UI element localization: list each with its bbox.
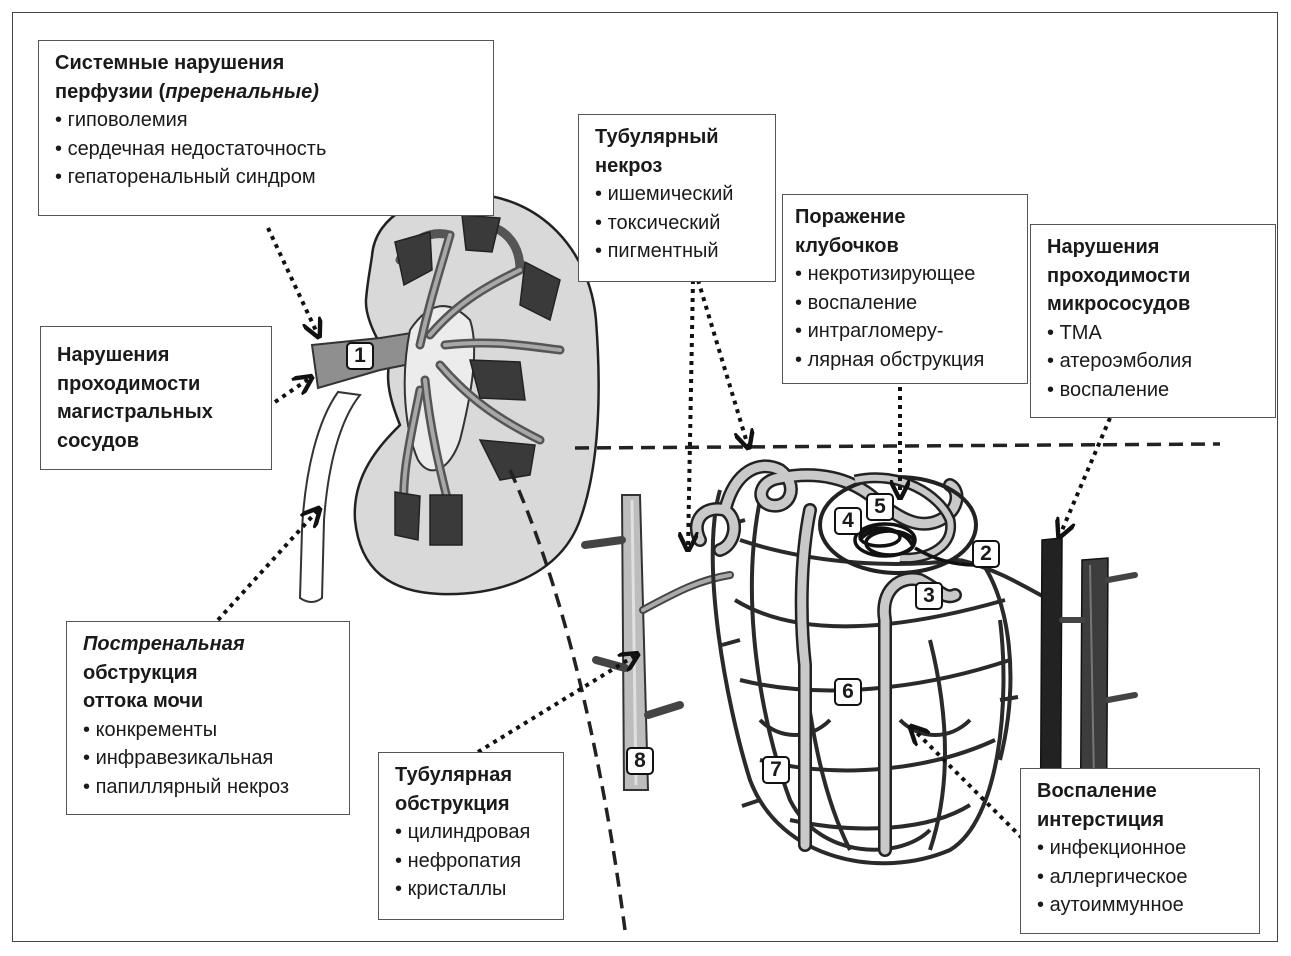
glomerular-list: некротизирующее воспаление интрагломеру-… [795, 260, 1017, 374]
prerenal-title-italic: преренальные) [165, 81, 319, 103]
kidney-outline [355, 194, 599, 594]
postrenal-item: инфравезикальная [83, 744, 339, 773]
postrenal-box: Постренальная обструкция оттока мочи кон… [66, 621, 350, 815]
tubular-necrosis-item: ишемический [595, 180, 765, 209]
arrow-prerenal [268, 228, 318, 335]
postrenal-title: оттока мочи [83, 687, 339, 716]
tubular-obstruction-box: Тубулярная обструкция цилиндровая нефроп… [378, 752, 564, 920]
microvessels-title: микрососудов [1047, 290, 1265, 319]
tubular-necrosis-list: ишемический токсический пигментный [595, 180, 765, 266]
tubular-necrosis-item: токсический [595, 209, 765, 238]
tubular-obstruction-item: кристаллы [395, 875, 553, 904]
tubular-necrosis-box: Тубулярный некроз ишемический токсически… [578, 114, 776, 282]
glomerular-title: клубочков [795, 232, 1017, 261]
marker-2: 2 [972, 540, 1000, 568]
microvessels-title: Нарушения [1047, 233, 1265, 262]
arrow-necrosis-left [688, 280, 693, 548]
glomerular-item-cont: воспаление [795, 289, 1017, 318]
prerenal-title-line2: перфузии (преренальные) [55, 78, 483, 107]
tubular-obstruction-title: обструкция [395, 790, 553, 819]
interstitium-title: интерстиция [1037, 806, 1249, 835]
prerenal-item: гепаторенальный синдром [55, 163, 483, 192]
glomerular-item-cont-text: воспаление [808, 292, 918, 314]
prerenal-box: Системные нарушения перфузии (преренальн… [38, 40, 494, 216]
arrow-microvessels [1060, 418, 1110, 535]
major-vessels-title: Нарушения [57, 341, 261, 370]
glomerular-item: некротизирующее [795, 260, 1017, 289]
prerenal-item: сердечная недостаточность [55, 135, 483, 164]
tubular-obstruction-title: Тубулярная [395, 761, 553, 790]
interstitium-box: Воспаление интерстиция инфекционное алле… [1020, 768, 1260, 934]
postrenal-list: конкременты инфравезикальная папиллярный… [83, 716, 339, 802]
glomerular-item-cont-text: лярная обструкция [808, 349, 985, 371]
microvessels-item: воспаление [1047, 376, 1265, 405]
marker-5: 5 [866, 493, 894, 521]
marker-8: 8 [626, 747, 654, 775]
arrow-necrosis-right [698, 280, 748, 446]
postrenal-item: конкременты [83, 716, 339, 745]
glomerular-title: Поражение [795, 203, 1017, 232]
tubular-obstruction-item-cont: нефропатия [395, 847, 553, 876]
postrenal-title-italic: Постренальная [83, 630, 339, 659]
microvessels-box: Нарушения проходимости микрососудов ТМА … [1030, 224, 1276, 418]
microvessels-item: ТМА [1047, 319, 1265, 348]
major-vessels-title: сосудов [57, 427, 261, 456]
arrow-major-vessels [275, 378, 310, 402]
interstitium-list: инфекционное аллергическое аутоиммунное [1037, 834, 1249, 920]
ureter [300, 392, 360, 602]
tubular-obstruction-item: цилиндровая [395, 818, 553, 847]
microvessels-list: ТМА атероэмболия воспаление [1047, 319, 1265, 405]
prerenal-item: гиповолемия [55, 106, 483, 135]
interstitium-item: инфекционное [1037, 834, 1249, 863]
interstitium-item: аутоиммунное [1037, 891, 1249, 920]
major-vessels-title: магистральных [57, 398, 261, 427]
major-vessels-box: Нарушения проходимости магистральных сос… [40, 326, 272, 470]
microvessels-item: атероэмболия [1047, 347, 1265, 376]
interstitium-title: Воспаление [1037, 777, 1249, 806]
tubular-necrosis-item: пигментный [595, 237, 765, 266]
prerenal-title-line1: Системные нарушения [55, 49, 483, 78]
tubular-necrosis-title: Тубулярный [595, 123, 765, 152]
glomerular-item: интрагломеру- [795, 317, 1017, 346]
marker-7: 7 [762, 756, 790, 784]
marker-4: 4 [834, 507, 862, 535]
marker-6: 6 [834, 678, 862, 706]
interstitium-item: аллергическое [1037, 863, 1249, 892]
tubular-obstruction-list: цилиндровая нефропатия кристаллы [395, 818, 553, 904]
prerenal-list: гиповолемия сердечная недостаточность ге… [55, 106, 483, 192]
major-vessels-title: проходимости [57, 370, 261, 399]
glomerular-item-cont: лярная обструкция [795, 346, 1017, 375]
glomerular-box: Поражение клубочков некротизирующее восп… [782, 194, 1028, 384]
tubular-necrosis-title: некроз [595, 152, 765, 181]
collecting-duct-illustration [585, 495, 730, 790]
postrenal-item: папиллярный некроз [83, 773, 339, 802]
arrow-tubular-obstruction [478, 655, 636, 752]
prerenal-title-plain: перфузии ( [55, 81, 165, 103]
kidney-illustration [300, 194, 599, 602]
marker-3: 3 [915, 582, 943, 610]
microvessels-title: проходимости [1047, 262, 1265, 291]
postrenal-title: обструкция [83, 659, 339, 688]
tubular-obstruction-item-cont-text: нефропатия [408, 850, 522, 872]
marker-1: 1 [346, 342, 374, 370]
